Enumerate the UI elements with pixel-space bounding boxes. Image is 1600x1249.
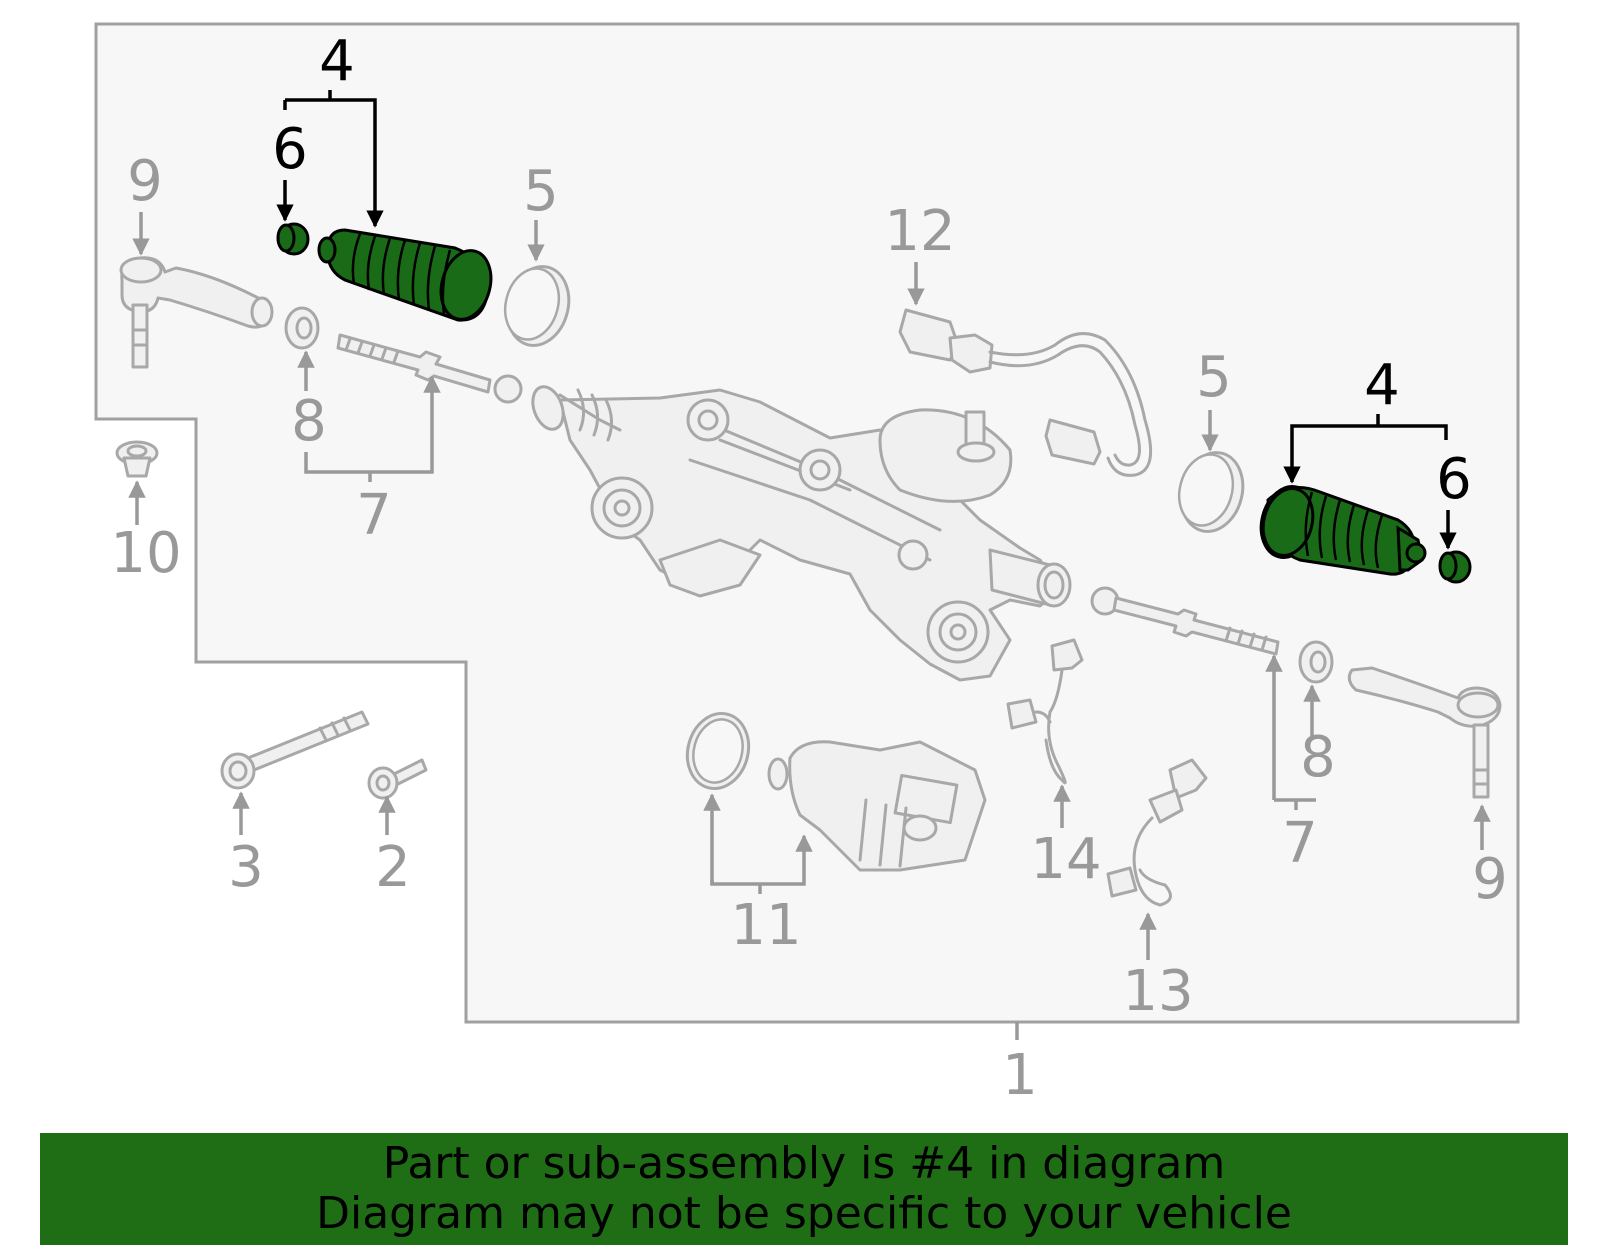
callout-1: 1 bbox=[1002, 1043, 1038, 1108]
callout-12: 12 bbox=[884, 199, 955, 264]
callout-6-left: 6 bbox=[272, 117, 308, 182]
clamp-ring-left bbox=[503, 265, 571, 347]
nut-right bbox=[1298, 640, 1334, 684]
callout-9-left: 9 bbox=[127, 149, 163, 214]
tie-rod-end-left bbox=[119, 256, 274, 369]
callout-7-left: 7 bbox=[356, 483, 392, 548]
boot-clamp-right bbox=[1438, 550, 1472, 584]
callout-5-left: 5 bbox=[523, 159, 559, 224]
callout-3: 3 bbox=[228, 835, 264, 900]
banner-line-1: Part or sub-assembly is #4 in diagram bbox=[382, 1138, 1226, 1189]
tie-rod-end-right bbox=[1347, 666, 1502, 799]
steering-boot-left bbox=[317, 228, 493, 322]
callout-2: 2 bbox=[375, 835, 411, 900]
steering-boot-right bbox=[1259, 485, 1427, 576]
bolt-long bbox=[220, 710, 370, 790]
callout-7-right: 7 bbox=[1282, 811, 1318, 876]
push-pin-clip bbox=[115, 440, 159, 478]
callout-5-right: 5 bbox=[1196, 345, 1232, 410]
inner-tie-rod-left bbox=[336, 333, 523, 404]
bolt-short bbox=[367, 758, 428, 800]
boot-clamp-left bbox=[276, 222, 310, 256]
callout-14: 14 bbox=[1030, 827, 1101, 892]
steering-gear-housing bbox=[531, 385, 1072, 682]
callout-4-right: 4 bbox=[1364, 353, 1400, 418]
banner-line-2: Diagram may not be specific to your vehi… bbox=[316, 1188, 1292, 1239]
clamp-ring-right bbox=[1177, 451, 1245, 533]
assist-motor bbox=[685, 711, 987, 872]
leader-4-left bbox=[285, 98, 384, 228]
leader-4-right bbox=[1283, 424, 1448, 484]
callout-8-left: 8 bbox=[291, 389, 327, 454]
callout-4-left: 4 bbox=[319, 29, 355, 94]
inner-tie-rod-right bbox=[1090, 586, 1280, 656]
callout-11: 11 bbox=[730, 893, 801, 958]
nut-left bbox=[284, 306, 320, 350]
wiring-harness-13 bbox=[1106, 758, 1208, 907]
callout-9-right: 9 bbox=[1472, 847, 1508, 912]
callout-10: 10 bbox=[110, 521, 181, 586]
wiring-harness-12 bbox=[898, 308, 1153, 477]
callout-8-right: 8 bbox=[1300, 725, 1336, 790]
callout-13: 13 bbox=[1122, 959, 1193, 1024]
wiring-harness-14 bbox=[1006, 638, 1084, 785]
info-banner: Part or sub-assembly is #4 in diagram Di… bbox=[40, 1133, 1568, 1245]
callout-6-right: 6 bbox=[1436, 447, 1472, 512]
